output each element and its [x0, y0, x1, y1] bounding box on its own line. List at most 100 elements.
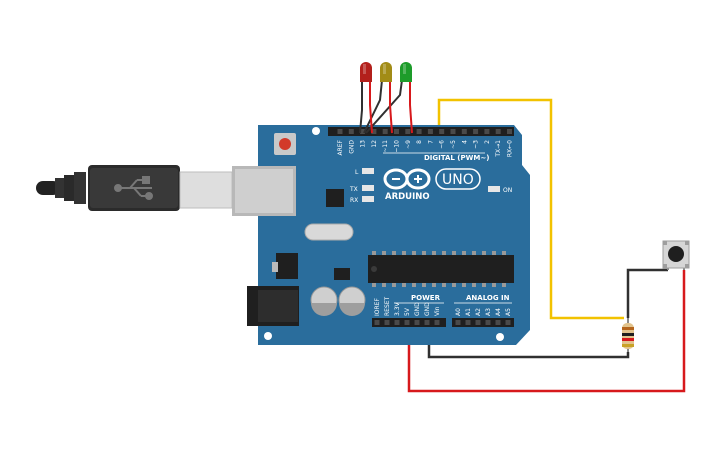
digital-pin-label: ~9: [405, 140, 412, 149]
green-led-pin-wire: [409, 80, 413, 134]
digital-pin-hole[interactable]: [382, 129, 388, 134]
green-led[interactable]: [400, 62, 412, 82]
power-pin-hole[interactable]: [404, 320, 410, 325]
analog-pin-hole[interactable]: [485, 320, 491, 325]
digital-pin-hole[interactable]: [507, 129, 512, 134]
analog-section-label: ANALOG IN: [466, 294, 510, 302]
mounting-hole: [496, 333, 504, 341]
red-led-pin-wire: [369, 80, 373, 134]
digital-pin-label: ~11: [382, 140, 389, 153]
analog-pin-label: A2: [475, 308, 482, 316]
yellow-led-gnd-wire: [363, 79, 383, 134]
digital-pin-hole[interactable]: [450, 129, 456, 134]
digital-pin-hole[interactable]: [405, 129, 411, 134]
digital-pin-hole[interactable]: [473, 129, 479, 134]
green-led-gnd-wire: [365, 79, 403, 134]
brand-label: ARDUINO: [385, 192, 430, 202]
digital-section-label: DIGITAL (PWM~): [424, 154, 489, 162]
power-pin-label: RESET: [384, 296, 391, 316]
digital-pin-label: ~6: [439, 140, 446, 149]
power-pin-label: Vin: [434, 306, 441, 316]
digital-pin-label: ~5: [450, 140, 457, 149]
digital-pin-hole[interactable]: [371, 129, 377, 134]
power-pin-hole[interactable]: [394, 320, 400, 325]
digital-pin-label: 2: [484, 140, 491, 144]
pushbutton[interactable]: [662, 240, 690, 270]
power-pin-hole[interactable]: [414, 320, 420, 325]
capacitor: [338, 286, 366, 316]
analog-pin-hole[interactable]: [475, 320, 481, 325]
led-wires: [359, 79, 413, 134]
capacitor: [310, 286, 338, 316]
analog-pin-hole[interactable]: [495, 320, 501, 325]
analog-header: [452, 318, 514, 327]
led-l-label: L: [355, 169, 359, 176]
analog-pin-label: A5: [505, 308, 512, 316]
power-pin-hole[interactable]: [434, 320, 440, 325]
power-pin-hole[interactable]: [384, 320, 390, 325]
yellow-wire: [437, 98, 624, 320]
digital-pin-hole[interactable]: [439, 129, 445, 134]
digital-pin-label: 7: [427, 140, 434, 144]
power-pin-label: IOREF: [374, 298, 381, 316]
digital-pin-label: ~3: [473, 140, 480, 149]
analog-pin-hole[interactable]: [505, 320, 511, 325]
small-chip: [334, 268, 350, 280]
atmega-chip-legs: [372, 251, 506, 287]
analog-pin-label: A3: [485, 308, 492, 316]
led-rx-label: RX: [350, 197, 358, 204]
yellow-led-pin-wire: [389, 80, 393, 134]
usb-chip: [326, 189, 344, 207]
black-wire-button: [626, 268, 668, 318]
digital-pin-hole[interactable]: [484, 129, 490, 134]
analog-header-holes: [455, 320, 511, 325]
power-pin-label: 3.3V: [394, 301, 401, 316]
yellow-led[interactable]: [380, 62, 392, 82]
digital-pin-hole[interactable]: [495, 129, 501, 134]
model-label: UNO: [442, 172, 474, 188]
led-on-indicator: [488, 186, 500, 192]
led-rx-indicator: [362, 196, 374, 202]
digital-pin-hole[interactable]: [348, 129, 354, 134]
digital-pin-label: RX←0: [507, 140, 514, 157]
digital-pin-hole[interactable]: [461, 129, 467, 134]
resistor[interactable]: [622, 318, 634, 352]
led-tx-label: TX: [349, 186, 358, 193]
analog-pin-hole[interactable]: [455, 320, 461, 325]
power-pin-hole[interactable]: [374, 320, 380, 325]
power-pin-label: GND: [414, 302, 421, 316]
digital-pin-hole[interactable]: [360, 129, 366, 134]
analog-pin-hole[interactable]: [465, 320, 471, 325]
digital-pin-hole[interactable]: [416, 129, 422, 134]
digital-pin-label: 4: [461, 140, 468, 144]
mounting-hole: [264, 332, 272, 340]
digital-pin-hole[interactable]: [337, 129, 343, 134]
leds: [360, 62, 412, 82]
digital-pin-hole[interactable]: [394, 129, 399, 134]
crystal-oscillator: [304, 223, 354, 241]
power-pin-hole[interactable]: [424, 320, 430, 325]
power-pin-label: 5V: [404, 307, 411, 316]
digital-pin-label: ~10: [394, 140, 401, 153]
usb-cable[interactable]: [36, 165, 233, 211]
arduino-logo-icon: [383, 168, 431, 190]
red-led[interactable]: [360, 62, 372, 82]
voltage-regulator: [276, 253, 298, 279]
pushbutton-cap[interactable]: [668, 246, 684, 262]
usb-metal-connector: [179, 171, 233, 209]
led-l-indicator: [362, 168, 374, 174]
digital-pin-hole[interactable]: [427, 129, 433, 134]
usb-icon: [114, 176, 153, 200]
led-on-label: ON: [503, 187, 512, 194]
led-tx-indicator: [362, 185, 374, 191]
digital-pin-label: 8: [416, 140, 423, 144]
digital-pin-label: 13: [360, 140, 367, 148]
power-header-holes: [374, 320, 440, 325]
analog-pin-label: A1: [465, 308, 472, 316]
power-section-label: POWER: [411, 294, 441, 302]
